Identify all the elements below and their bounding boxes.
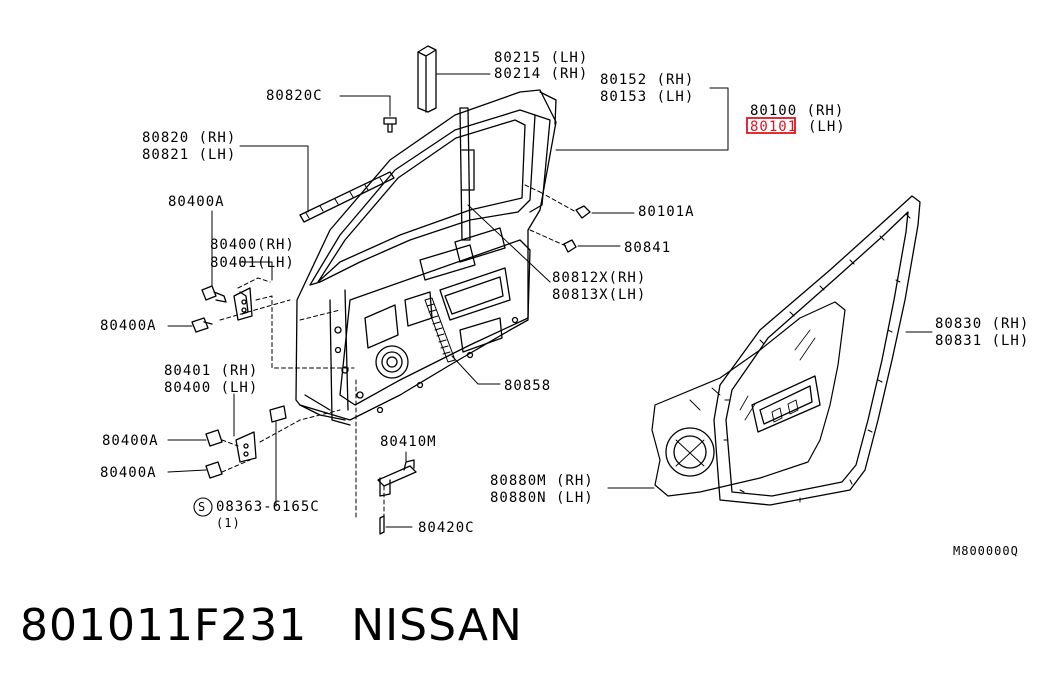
upper-hinge [191, 285, 253, 333]
label-80401-lh: 80401(LH) [210, 255, 295, 271]
door-check [377, 459, 417, 535]
label-s-symbol: S [198, 500, 207, 514]
label-08363-6165c: 08363-6165C [216, 499, 320, 515]
clip-80101a [575, 205, 591, 219]
outer-molding-strip [299, 171, 395, 223]
label-80821-lh: 80821 (LH) [142, 147, 237, 163]
clip-80841 [563, 239, 577, 253]
label-80400-lh: 80400 (LH) [164, 380, 259, 396]
label-80812x-rh: 80812X(RH) [552, 270, 647, 286]
label-80858: 80858 [504, 378, 552, 394]
diagram-reference-code: M800000Q [953, 544, 1019, 558]
label-80215-lh: 80215 (LH) [494, 50, 589, 66]
label-80401-rh: 80401 (RH) [164, 363, 259, 379]
label-80880n-lh: 80880N (LH) [490, 490, 594, 506]
caption-part-number: 801011F231 [20, 600, 308, 651]
label-80841: 80841 [624, 240, 672, 256]
label-80830-rh: 80830 (RH) [935, 316, 1030, 332]
label-80152-rh: 80152 (RH) [600, 72, 695, 88]
label-80400a-top: 80400A [168, 194, 225, 210]
highlight-box [746, 117, 796, 134]
label-08363-qty: (1) [216, 516, 241, 530]
label-80410m: 80410M [380, 434, 437, 450]
label-80101a: 80101A [638, 204, 695, 220]
label-80214-rh: 80214 (RH) [494, 66, 589, 82]
run-channel-bar [417, 45, 437, 113]
label-80420c: 80420C [418, 520, 475, 536]
s-circle-icon [193, 497, 213, 517]
caption: 801011F231 NISSAN [20, 600, 523, 651]
label-80100-rh: 80100 (RH) [750, 103, 845, 119]
label-80400a-mid: 80400A [100, 318, 157, 334]
label-80400-rh: 80400(RH) [210, 237, 295, 253]
label-80813x-lh: 80813X(LH) [552, 287, 647, 303]
label-80831-lh: 80831 (LH) [935, 333, 1030, 349]
label-80820c: 80820C [266, 88, 323, 104]
caption-brand: NISSAN [351, 600, 523, 651]
label-80101-part: 80101 [750, 119, 798, 135]
lower-hinge [205, 405, 287, 479]
sealing-screen [651, 301, 846, 497]
label-80820-rh: 80820 (RH) [142, 130, 237, 146]
label-80153-lh: 80153 (LH) [600, 89, 695, 105]
label-80880m-rh: 80880M (RH) [490, 473, 594, 489]
front-door-panel [295, 89, 557, 426]
label-80400a-low1: 80400A [102, 433, 159, 449]
label-80400a-low2: 80400A [100, 465, 157, 481]
label-80101-side: (LH) [808, 119, 846, 135]
door-weatherstrip-seal [713, 195, 921, 506]
screw-80820c [383, 117, 397, 133]
